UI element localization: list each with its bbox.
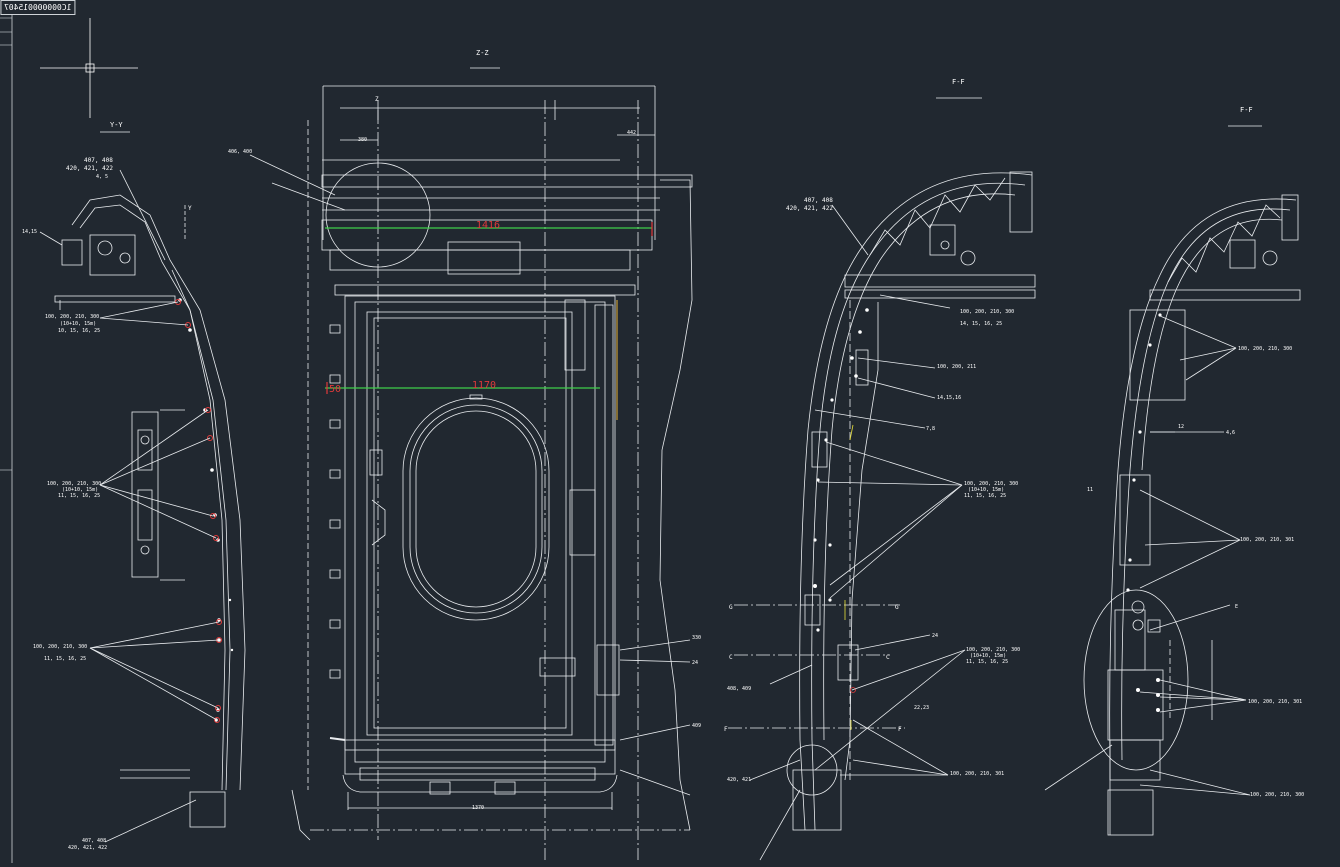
section-view-w[interactable]: F-F xyxy=(1044,106,1301,836)
svg-text:330: 330 xyxy=(692,635,701,641)
svg-text:420, 421, 422: 420, 421, 422 xyxy=(66,165,113,172)
svg-text:22,23: 22,23 xyxy=(914,705,929,711)
svg-text:(10+10, 15m): (10+10, 15m) xyxy=(62,487,98,493)
svg-text:7,8: 7,8 xyxy=(926,426,935,432)
svg-text:C: C xyxy=(729,654,733,661)
svg-text:14,15: 14,15 xyxy=(22,229,37,235)
dimension-door-width: 1170 xyxy=(472,380,496,391)
svg-text:100, 200, 210, 301: 100, 200, 210, 301 xyxy=(1240,537,1294,543)
callouts-view-y: 407, 408 420, 421, 422 4, 5 14,15 100, 2… xyxy=(22,157,192,851)
view-title-x: F-F xyxy=(952,78,965,86)
svg-text:E: E xyxy=(1235,604,1238,610)
svg-text:100, 200, 210, 300: 100, 200, 210, 300 xyxy=(960,309,1014,315)
svg-text:Z: Z xyxy=(375,96,379,103)
view-title-z: Z-Z xyxy=(476,49,489,57)
svg-text:409: 409 xyxy=(692,723,701,729)
svg-text:407, 408: 407, 408 xyxy=(804,197,833,204)
svg-text:100, 200, 210, 300: 100, 200, 210, 300 xyxy=(33,644,87,650)
svg-text:100, 200, 210, 301: 100, 200, 210, 301 xyxy=(1248,699,1302,705)
section-view-x[interactable]: F-F xyxy=(728,78,1036,861)
svg-text:100, 200, 210, 300: 100, 200, 210, 300 xyxy=(964,481,1018,487)
svg-text:11, 15, 16, 25: 11, 15, 16, 25 xyxy=(964,493,1006,499)
crosshair-cursor-icon xyxy=(40,18,138,118)
callouts-view-z: 1416 1170 50 380 442 1370 406, 400 330 2… xyxy=(228,96,701,811)
svg-text:14,15,16: 14,15,16 xyxy=(937,395,961,401)
svg-text:100, 200, 211: 100, 200, 211 xyxy=(937,364,976,370)
svg-text:420, 421: 420, 421 xyxy=(727,777,751,783)
svg-text:14, 15, 16, 25: 14, 15, 16, 25 xyxy=(960,321,1002,327)
drawing-tab[interactable]: 1C000000015407 xyxy=(0,0,76,15)
svg-text:G: G xyxy=(729,604,733,611)
section-view-z[interactable]: Z-Z xyxy=(249,49,693,860)
svg-text:4,6: 4,6 xyxy=(1226,430,1235,436)
svg-text:(10+10, 15m): (10+10, 15m) xyxy=(60,321,96,327)
svg-text:100, 200, 210, 300: 100, 200, 210, 300 xyxy=(1238,346,1292,352)
view-title-w: F-F xyxy=(1240,106,1253,114)
svg-text:100, 200, 210, 300: 100, 200, 210, 300 xyxy=(966,647,1020,653)
svg-text:24: 24 xyxy=(692,660,698,666)
svg-text:11: 11 xyxy=(1087,487,1093,493)
svg-text:406, 400: 406, 400 xyxy=(228,149,252,155)
callouts-view-x: 407, 408 420, 421, 422 100, 200, 210, 30… xyxy=(724,197,1020,783)
svg-text:G: G xyxy=(895,604,899,611)
svg-text:420, 421, 422: 420, 421, 422 xyxy=(786,205,833,212)
svg-text:11, 15, 16, 25: 11, 15, 16, 25 xyxy=(44,656,86,662)
svg-text:380: 380 xyxy=(358,137,367,143)
svg-text:100, 200, 210, 301: 100, 200, 210, 301 xyxy=(950,771,1004,777)
svg-text:(10+10, 15m): (10+10, 15m) xyxy=(970,653,1006,659)
section-view-y[interactable]: Y-Y xyxy=(39,121,246,843)
dimension-overall-width: 1416 xyxy=(476,220,500,231)
svg-text:1370: 1370 xyxy=(472,805,484,811)
svg-text:11, 15, 16, 25: 11, 15, 16, 25 xyxy=(58,493,100,499)
svg-text:4, 5: 4, 5 xyxy=(96,174,108,180)
svg-text:F: F xyxy=(724,726,728,733)
svg-text:10, 15, 16, 25: 10, 15, 16, 25 xyxy=(58,328,100,334)
svg-text:Y: Y xyxy=(188,205,192,212)
svg-text:(10+10, 15m): (10+10, 15m) xyxy=(968,487,1004,493)
svg-text:100, 200, 210, 300: 100, 200, 210, 300 xyxy=(47,481,101,487)
svg-text:442: 442 xyxy=(627,130,636,136)
dimension-offset: 50 xyxy=(329,384,341,395)
svg-text:407, 408: 407, 408 xyxy=(82,838,106,844)
svg-text:100, 200, 210, 300: 100, 200, 210, 300 xyxy=(45,314,99,320)
svg-text:F: F xyxy=(898,726,902,733)
svg-text:12: 12 xyxy=(1178,424,1184,430)
svg-text:11, 15, 16, 25: 11, 15, 16, 25 xyxy=(966,659,1008,665)
callouts-view-w: 100, 200, 210, 300 4,6 100, 200, 210, 30… xyxy=(1087,346,1304,798)
svg-text:24: 24 xyxy=(932,633,938,639)
svg-text:420, 421, 422: 420, 421, 422 xyxy=(68,845,107,851)
svg-text:100, 200, 210, 300: 100, 200, 210, 300 xyxy=(1250,792,1304,798)
svg-text:408, 409: 408, 409 xyxy=(727,686,751,692)
svg-text:C: C xyxy=(886,654,890,661)
svg-text:407, 408: 407, 408 xyxy=(84,157,113,164)
view-title-y: Y-Y xyxy=(110,121,123,129)
